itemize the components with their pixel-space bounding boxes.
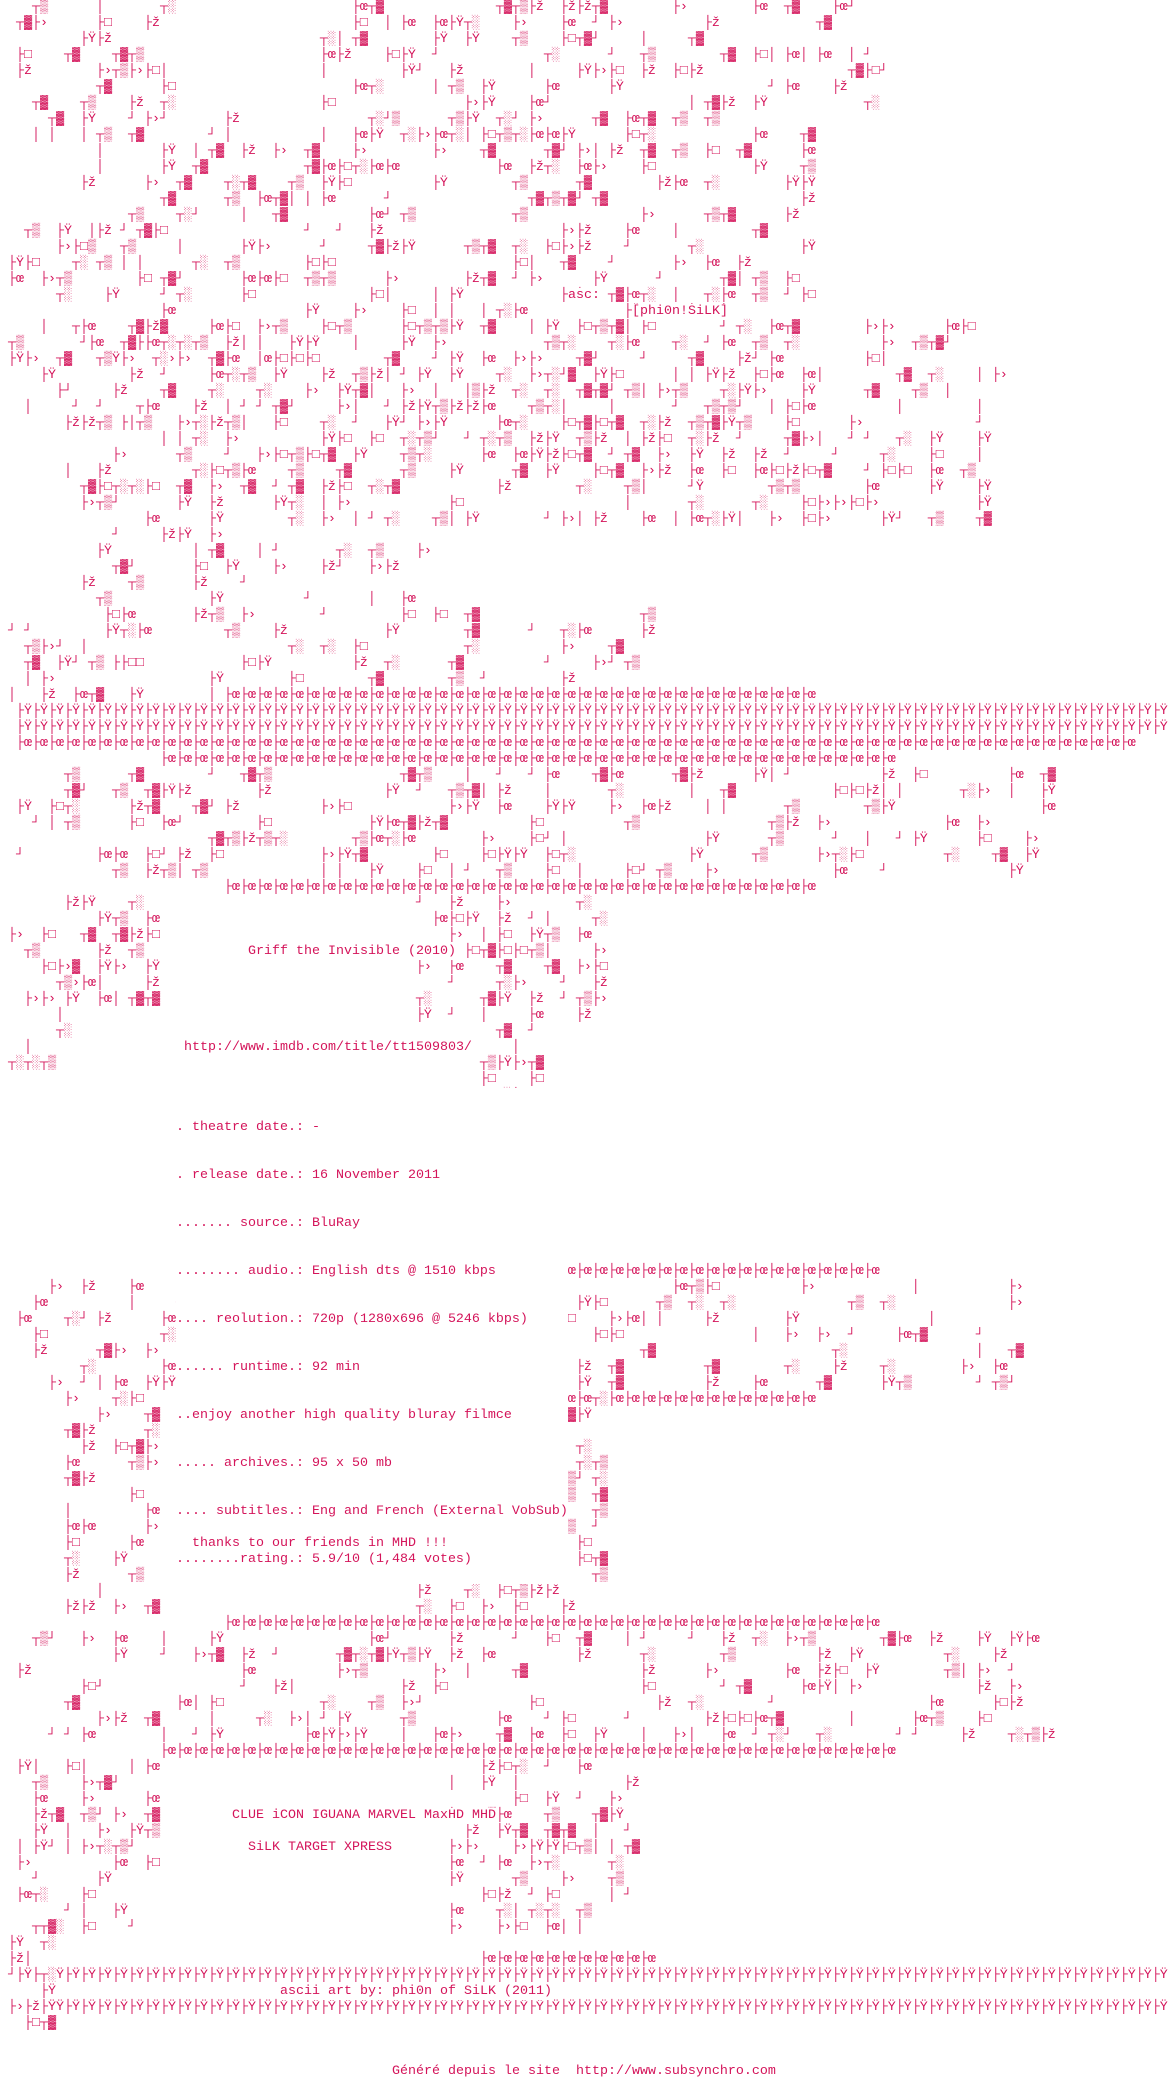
- greets-line-1: CLUE iCON IGUANA MARVEL MaxHD MHD: [232, 1808, 496, 1824]
- detail-source: ....... source.: BluRay: [176, 1216, 360, 1231]
- asc-label: asc:: [568, 288, 600, 304]
- crew-tag: [phi0n!SiLK]: [632, 304, 728, 320]
- ascii-credits: ascii art by: phi0n of SiLK (2011): [280, 1984, 552, 2000]
- enjoy-message: enjoy another high quality bluray film: [192, 1408, 496, 1424]
- greets-line-2: SiLK TARGET XPRESS: [248, 1840, 392, 1856]
- release-details: . theatre date.: - . release date.: 16 N…: [176, 1088, 568, 1584]
- detail-rating: ........rating.: 5.9/10 (1,484 votes): [176, 1552, 472, 1567]
- detail-runtime: ...... runtime.: 92 min: [176, 1360, 360, 1375]
- detail-theatre-date: . theatre date.: -: [176, 1120, 320, 1135]
- imdb-link[interactable]: http://www.imdb.com/title/tt1509803/: [184, 1040, 472, 1056]
- release-title: Griff the Invisible (2010): [248, 944, 456, 960]
- detail-subtitles: .... subtitles.: Eng and French (Externa…: [176, 1504, 568, 1519]
- detail-audio: ........ audio.: English dts @ 1510 kbps: [176, 1264, 496, 1279]
- footer-generated-by: Généré depuis le site http://www.subsync…: [392, 2064, 776, 2080]
- thanks-message: thanks to our friends in MHD !!!: [192, 1536, 448, 1552]
- detail-archives: ..... archives.: 95 x 50 mb: [176, 1456, 392, 1471]
- detail-release-date: . release date.: 16 November 2011: [176, 1168, 440, 1183]
- detail-resolution: .... reolution.: 720p (1280x696 @ 5246 k…: [176, 1312, 528, 1327]
